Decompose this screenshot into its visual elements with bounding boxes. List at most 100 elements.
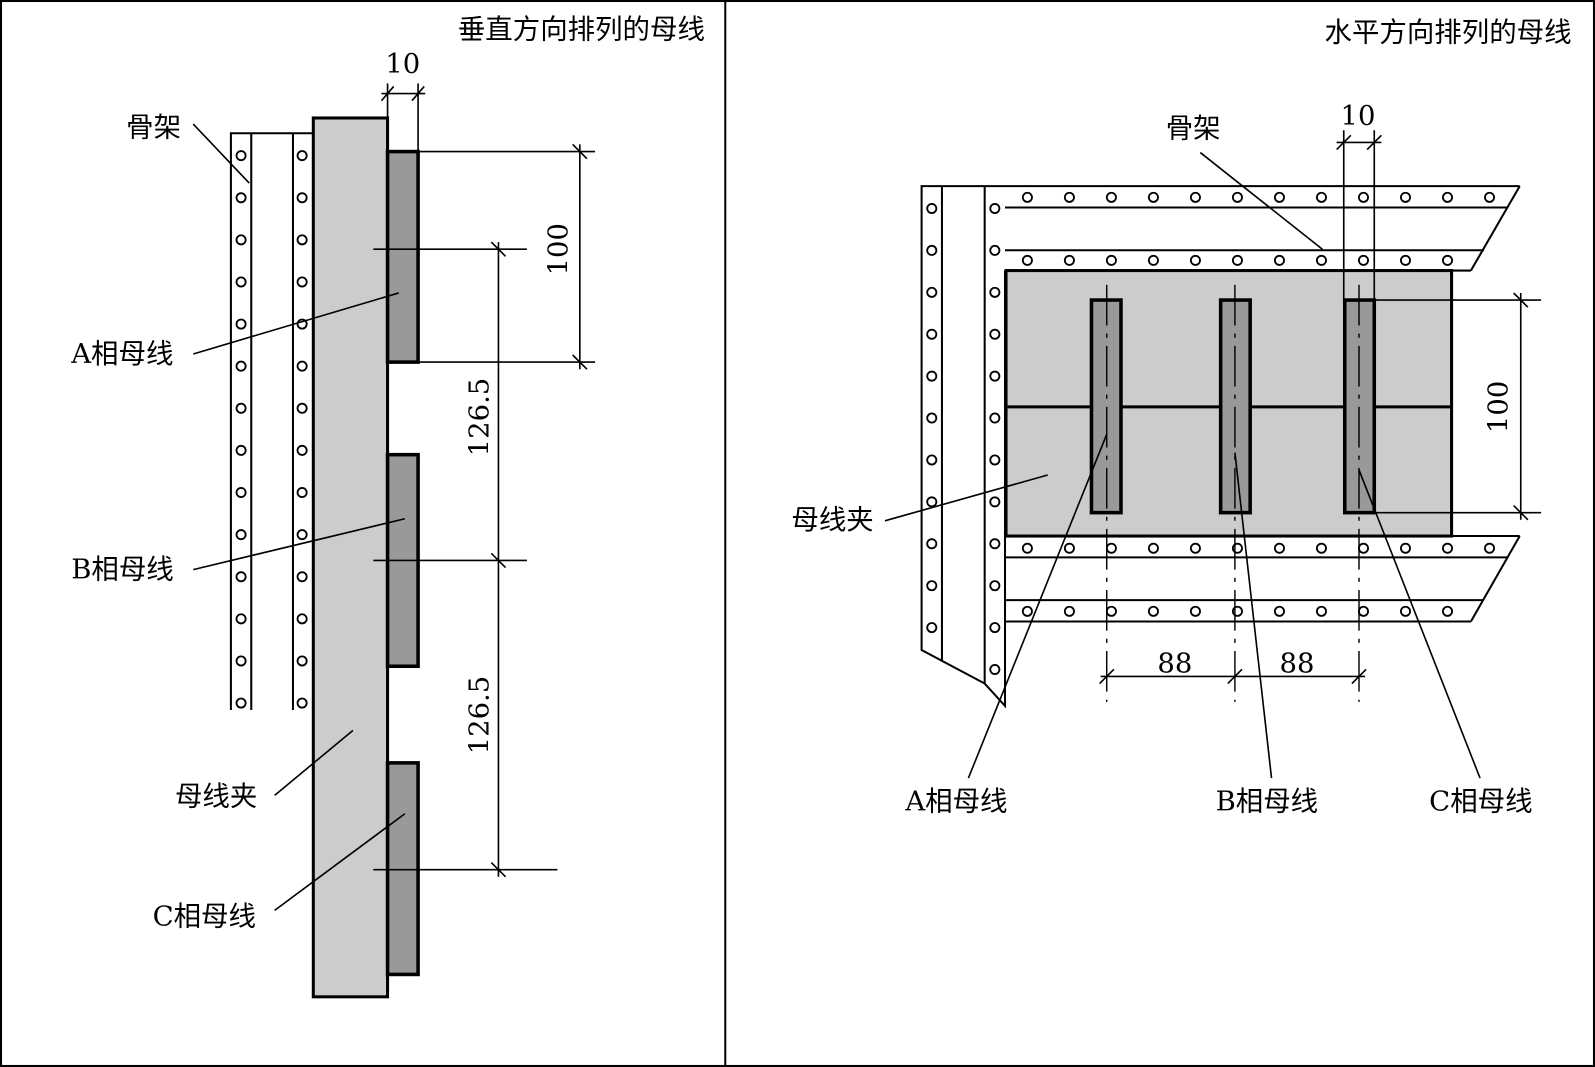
frame-hole <box>1189 542 1201 554</box>
frame-hole <box>1189 254 1201 266</box>
frame-hole <box>989 203 1001 215</box>
frame-hole <box>989 412 1001 424</box>
frame-hole <box>1273 191 1285 203</box>
frame-hole <box>1315 605 1327 617</box>
bar-centerlines <box>1106 284 1360 702</box>
frame-hole <box>296 150 308 162</box>
frame-hole <box>1399 605 1411 617</box>
svg-text:10: 10 <box>385 49 420 80</box>
frame-hole <box>235 444 247 456</box>
right-panel: 水平方向排列的母线 <box>791 18 1571 818</box>
svg-text:126.5: 126.5 <box>464 378 495 457</box>
frame-hole <box>989 454 1001 466</box>
right-dimension-10: 10 <box>1336 101 1382 301</box>
frame-hole <box>989 328 1001 340</box>
left-label-clamp: 母线夹 <box>175 782 257 813</box>
frame-hole <box>1399 191 1411 203</box>
frame-hole <box>1063 542 1075 554</box>
frame-hole <box>1105 254 1117 266</box>
frame-hole <box>1442 191 1453 203</box>
left-dimension-100: 100 <box>418 143 596 370</box>
frame-hole <box>1063 605 1075 617</box>
frame-hole <box>926 622 938 634</box>
frame-hole <box>235 571 247 583</box>
svg-text:10: 10 <box>1341 101 1376 132</box>
frame-hole <box>296 655 308 667</box>
frame-hole <box>926 286 938 298</box>
frame-hole <box>1147 254 1159 266</box>
frame-hole <box>296 697 308 709</box>
frame-hole <box>1147 191 1159 203</box>
frame-hole <box>1231 191 1243 203</box>
frame-hole <box>989 244 1001 256</box>
frame-hole <box>1231 254 1243 266</box>
left-busbar-clamp <box>311 116 390 999</box>
frame-hole <box>989 496 1001 508</box>
frame-hole <box>1484 542 1496 554</box>
left-label-phase-b: B相母线 <box>71 555 174 586</box>
frame-hole <box>926 412 938 424</box>
right-label-phase-b: B相母线 <box>1216 787 1319 818</box>
frame-hole <box>296 234 308 246</box>
frame-hole <box>235 318 247 330</box>
left-busbar-a <box>385 149 420 364</box>
left-busbar-c <box>385 761 420 977</box>
frame-hole <box>989 286 1001 298</box>
frame-hole <box>1484 191 1496 203</box>
frame-hole <box>989 622 1001 634</box>
frame-hole <box>296 487 308 499</box>
right-label-clamp: 母线夹 <box>791 505 873 536</box>
frame-hole <box>926 580 938 592</box>
frame-hole <box>1315 542 1327 554</box>
frame-hole <box>1105 191 1117 203</box>
frame-hole <box>235 276 247 288</box>
frame-hole <box>989 538 1001 550</box>
frame-hole <box>926 454 938 466</box>
frame-hole <box>1273 254 1285 266</box>
frame-hole <box>1189 191 1201 203</box>
left-label-frame: 骨架 <box>126 112 181 143</box>
frame-hole <box>296 402 308 414</box>
frame-hole <box>989 370 1001 382</box>
right-label-phase-c: C相母线 <box>1429 787 1532 818</box>
frame-hole <box>1021 542 1033 554</box>
frame-hole <box>296 276 308 288</box>
frame-hole <box>1399 254 1411 266</box>
svg-text:126.5: 126.5 <box>464 676 495 755</box>
frame-hole <box>1021 254 1033 266</box>
frame-hole <box>235 529 247 541</box>
frame-hole <box>1357 191 1369 203</box>
frame-hole <box>1063 254 1075 266</box>
frame-hole <box>1357 254 1369 266</box>
frame-hole <box>235 487 247 499</box>
frame-hole <box>1105 605 1117 617</box>
frame-hole <box>926 496 938 508</box>
frame-hole <box>1357 605 1369 617</box>
right-leaders <box>884 151 1481 779</box>
right-panel-title: 水平方向排列的母线 <box>1325 18 1572 49</box>
left-dimension-126-5: 126.5 126.5 <box>373 241 558 878</box>
svg-text:88: 88 <box>1279 648 1314 679</box>
frame-hole <box>296 613 308 625</box>
frame-hole <box>1357 542 1369 554</box>
frame-hole <box>235 192 247 204</box>
frame-hole <box>1105 542 1117 554</box>
frame-hole <box>1442 254 1453 266</box>
frame-hole <box>1442 542 1453 554</box>
left-leaders <box>192 123 406 912</box>
frame-hole <box>926 538 938 550</box>
left-label-phase-a: A相母线 <box>70 339 173 370</box>
frame-hole <box>926 203 938 215</box>
svg-text:100: 100 <box>1484 381 1515 433</box>
frame-hole <box>1315 254 1327 266</box>
frame-hole <box>235 655 247 667</box>
frame-hole <box>235 697 247 709</box>
frame-hole <box>235 234 247 246</box>
left-panel: 垂直方向排列的母线 10 100 <box>70 15 705 999</box>
frame-hole <box>1063 191 1075 203</box>
frame-hole <box>1189 605 1201 617</box>
frame-hole <box>926 370 938 382</box>
frame-hole <box>1147 542 1159 554</box>
